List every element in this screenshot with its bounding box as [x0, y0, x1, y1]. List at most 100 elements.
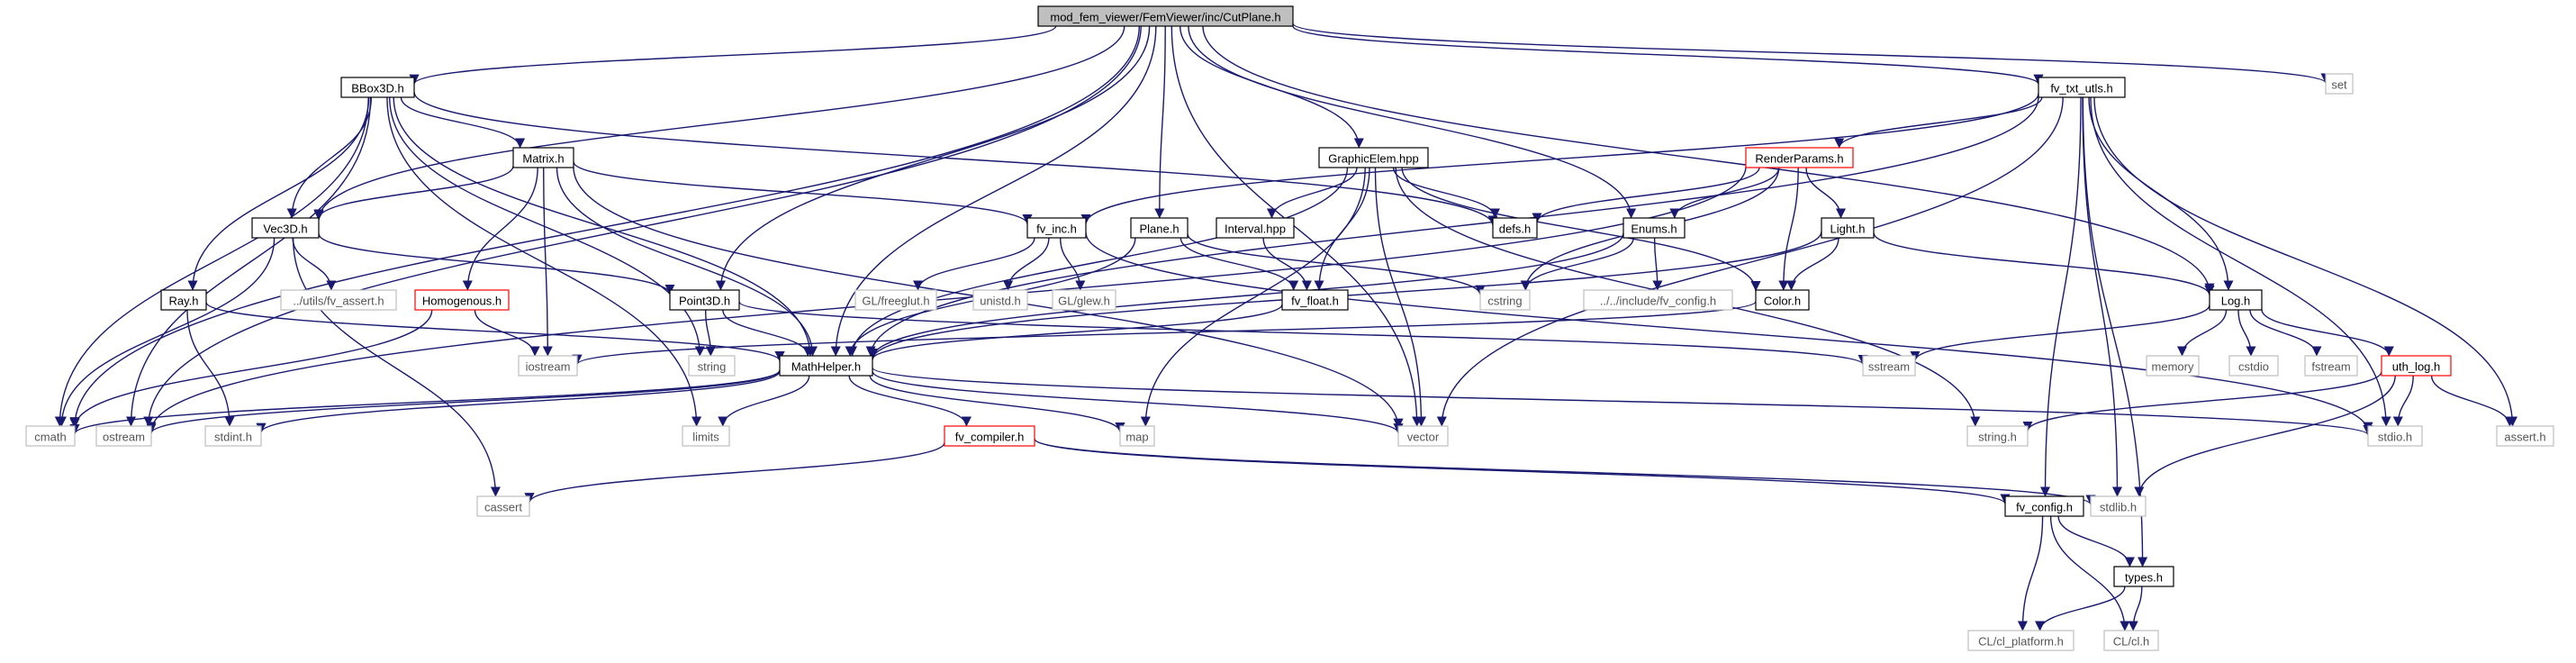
- node-fv-compiler-h[interactable]: fv_compiler.h: [944, 425, 1035, 447]
- node-box: [160, 289, 207, 311]
- edge-fv_txt_utls_h-to-fv_config_h: [2039, 96, 2082, 497]
- edge-Vec3D_h-to-utils_fv_assert_h: [292, 237, 337, 291]
- node-label: map: [1125, 431, 1148, 444]
- node-box: [2209, 289, 2263, 311]
- edge-fv_txt_utls_h-to-vector: [1436, 96, 2064, 427]
- node-label: CL/cl_platform.h: [1978, 635, 2064, 649]
- node-cassert[interactable]: cassert: [476, 495, 530, 517]
- node-homogenous-h[interactable]: Homogenous.h: [414, 289, 510, 311]
- node-bbox3d-h[interactable]: BBox3D.h: [340, 77, 415, 98]
- node-renderparams-h[interactable]: RenderParams.h: [1745, 147, 1854, 168]
- edge-Light_h-to-Log_h: [1873, 232, 2215, 296]
- node-map[interactable]: map: [1119, 425, 1155, 447]
- node-fv-txt-utls-h[interactable]: fv_txt_utls.h: [2038, 77, 2126, 98]
- node-vec3d-h[interactable]: Vec3D.h: [251, 217, 320, 239]
- node-enums-h[interactable]: Enums.h: [1622, 217, 1686, 239]
- node-log-h[interactable]: Log.h: [2209, 289, 2263, 311]
- node-box: [2228, 355, 2279, 377]
- node-label: ../utils/fv_assert.h: [293, 295, 384, 308]
- edge-Point3D_h-to-string: [705, 309, 716, 357]
- edge-RenderParams_h-to-Light_h: [1805, 167, 1847, 219]
- node-stdlib-h[interactable]: stdlib.h: [2090, 495, 2147, 517]
- node-box: [1862, 355, 1916, 377]
- node-gl-glew-h[interactable]: GL/glew.h: [1052, 289, 1116, 311]
- node-box: [518, 355, 578, 377]
- node-fv-float-h[interactable]: fv_float.h: [1281, 289, 1349, 311]
- node-defs-h[interactable]: defs.h: [1492, 217, 1538, 239]
- edge-MathHelper_h-to-map: [869, 375, 1125, 433]
- node-label: Point3D.h: [679, 295, 730, 308]
- node-fstream[interactable]: fstream: [2304, 355, 2358, 377]
- edge-fv_float_h-to-MathHelper_h: [867, 304, 1283, 360]
- edge-RenderParams_h-to-Color_h: [1778, 167, 1799, 291]
- node-vector[interactable]: vector: [1397, 425, 1449, 447]
- node-interval-hpp[interactable]: Interval.hpp: [1216, 217, 1295, 239]
- node-string-h[interactable]: string.h: [1966, 425, 2029, 447]
- node-graphicelem-hpp[interactable]: GraphicElem.hpp: [1318, 147, 1429, 168]
- node-box: [2146, 355, 2200, 377]
- node-label: fv_txt_utls.h: [2050, 82, 2112, 95]
- edge-fv_compiler_h-to-stdlib_h: [1034, 438, 2096, 505]
- node-label: Homogenous.h: [422, 295, 502, 308]
- node-stdio-h[interactable]: stdio.h: [2367, 425, 2423, 447]
- node-box: [25, 425, 76, 447]
- node-cmath[interactable]: cmath: [25, 425, 76, 447]
- node-cutplane-h[interactable]: mod_fem_viewer/FemViewer/inc/CutPlane.h: [1037, 5, 1294, 27]
- node-iostream[interactable]: iostream: [518, 355, 578, 377]
- node-cl-cl-h[interactable]: CL/cl.h: [2103, 630, 2159, 651]
- node-ostream[interactable]: ostream: [95, 425, 152, 447]
- node-cstring[interactable]: cstring: [1479, 289, 1531, 311]
- node-uth-log-h[interactable]: uth_log.h: [2381, 355, 2452, 377]
- node-box: [1216, 217, 1295, 239]
- node-unistd-h[interactable]: unistd.h: [972, 289, 1028, 311]
- node-label: Ray.h: [169, 295, 199, 308]
- edge-uth_log_h-to-assert_h: [2430, 375, 2515, 427]
- node-cl-cl-platform-h[interactable]: CL/cl_platform.h: [1967, 630, 2074, 651]
- node-label: Interval.hpp: [1225, 223, 1286, 236]
- node-string[interactable]: string: [688, 355, 736, 377]
- node-types-h[interactable]: types.h: [2113, 566, 2174, 587]
- node-ray-h[interactable]: Ray.h: [160, 289, 207, 311]
- node-mathhelper-h[interactable]: MathHelper.h: [779, 355, 873, 377]
- edge-MathHelper_h-to-limits: [718, 375, 810, 427]
- node-set[interactable]: set: [2325, 73, 2354, 95]
- node-assert-h[interactable]: assert.h: [2496, 425, 2554, 447]
- edge-uth_log_h-to-stdlib_h: [2134, 375, 2396, 497]
- node-point3d-h[interactable]: Point3D.h: [669, 289, 740, 311]
- node-color-h[interactable]: Color.h: [1755, 289, 1810, 311]
- edge-fv_txt_utls_h-to-types_h: [2082, 96, 2148, 568]
- edge-fv_inc_h-to-unistd_h: [1003, 237, 1050, 291]
- node-fv-config-h[interactable]: fv_config.h: [2004, 495, 2084, 517]
- node-plane-h[interactable]: Plane.h: [1130, 217, 1189, 239]
- node-fv-inc-h[interactable]: fv_inc.h: [1026, 217, 1087, 239]
- edge-Matrix_h-to-Homogenous_h: [462, 167, 538, 291]
- node-label: fstream: [2311, 360, 2350, 374]
- node-label: Color.h: [1764, 295, 1801, 308]
- node-cstdio[interactable]: cstdio: [2228, 355, 2279, 377]
- node-label: Enums.h: [1631, 223, 1677, 236]
- node-box: [2004, 495, 2084, 517]
- node-label: string.h: [1978, 431, 2017, 444]
- edge-GraphicElem_hpp-to-Color_h: [1401, 167, 1761, 292]
- node-box: [1492, 217, 1538, 239]
- node-matrix-h[interactable]: Matrix.h: [512, 147, 574, 168]
- node-label: cassert: [484, 501, 522, 514]
- node-sstream[interactable]: sstream: [1862, 355, 1916, 377]
- node-gl-freeglut-h[interactable]: GL/freeglut.h: [854, 289, 937, 311]
- node-utils-fv-assert-h[interactable]: ../utils/fv_assert.h: [280, 289, 397, 311]
- node-stdint-h[interactable]: stdint.h: [204, 425, 262, 447]
- node-memory[interactable]: memory: [2146, 355, 2200, 377]
- edge-Log_h-to-memory: [2176, 309, 2228, 357]
- edge-Enums_h-to-include_fv_config_h: [1652, 237, 1663, 291]
- node-box: [1622, 217, 1686, 239]
- edge-Log_h-to-fstream: [2249, 309, 2322, 357]
- node-include-fv-config-h[interactable]: ../../include/fv_config.h: [1583, 289, 1733, 311]
- node-limits[interactable]: limits: [682, 425, 730, 447]
- edge-Plane_h-to-fv_float_h: [1180, 237, 1299, 291]
- node-light-h[interactable]: Light.h: [1821, 217, 1875, 239]
- edge-Vec3D_h-to-cmath: [56, 237, 276, 427]
- node-box: [1755, 289, 1810, 311]
- node-label: vector: [1407, 431, 1440, 444]
- edge-MathHelper_h-to-cmath: [69, 369, 781, 435]
- edge-Log_h-to-cstdio: [2237, 309, 2256, 357]
